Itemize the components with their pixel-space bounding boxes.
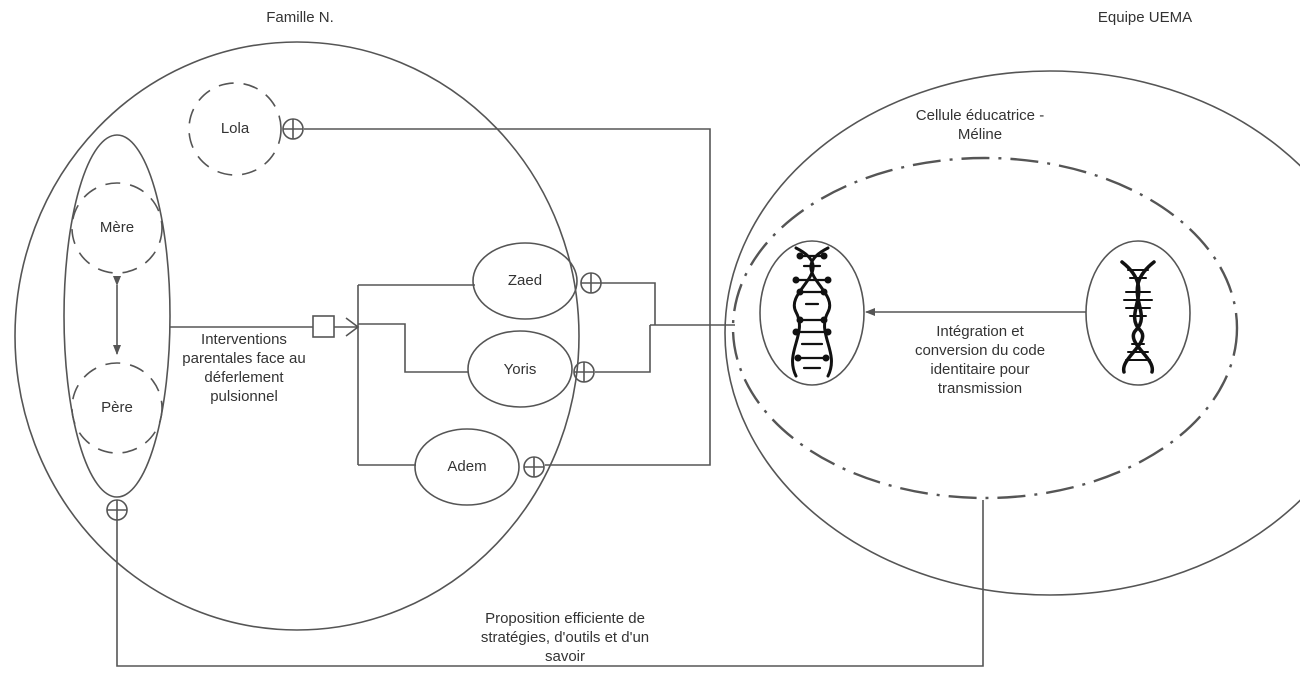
adem-label: Adem <box>447 458 487 475</box>
fork-to-yoris <box>358 323 468 373</box>
zaed-connector <box>601 282 656 325</box>
dna-right-ellipse <box>1085 240 1191 386</box>
mere-label: Mère <box>99 219 135 236</box>
yoris-ellipse <box>467 330 573 408</box>
zaed-label: Zaed <box>507 272 543 289</box>
family-circle <box>14 41 580 631</box>
lola-circle <box>188 82 282 176</box>
plus-circle-adem-icon <box>523 456 545 478</box>
educator-cell-title: Cellule éducatrice - Méline <box>915 107 1045 143</box>
team-title: Equipe UEMA <box>1097 9 1193 26</box>
proposition-annotation: Proposition efficiente de stratégies, d'… <box>480 610 650 665</box>
dna-left-icon <box>791 246 833 378</box>
team-ellipse <box>724 70 1300 596</box>
lola-label: Lola <box>220 120 250 137</box>
dna-left-ellipse <box>759 240 865 386</box>
educator-cell-ellipse <box>731 156 1239 500</box>
mere-circle <box>71 182 163 274</box>
interventions-square <box>312 315 335 338</box>
proposition-line <box>116 500 984 667</box>
family-title: Famille N. <box>266 9 334 26</box>
pere-label: Père <box>101 399 133 416</box>
pere-circle <box>71 362 163 454</box>
lola-connector <box>304 128 711 466</box>
dna-right-icon <box>1120 260 1156 374</box>
plus-circle-yoris-icon <box>573 361 595 383</box>
interventions-annotation: Interventions parentales face au déferle… <box>182 331 306 405</box>
plus-circle-parents-icon <box>106 499 128 521</box>
plus-circle-lola-icon <box>282 118 304 140</box>
zaed-ellipse <box>472 242 578 320</box>
plus-circle-zaed-icon <box>580 272 602 294</box>
parents-ellipse <box>63 134 171 498</box>
integration-annotation: Intégration et conversion du code identi… <box>914 323 1046 397</box>
yoris-connector <box>595 325 651 373</box>
adem-ellipse <box>414 428 520 506</box>
yoris-label: Yoris <box>503 361 537 378</box>
